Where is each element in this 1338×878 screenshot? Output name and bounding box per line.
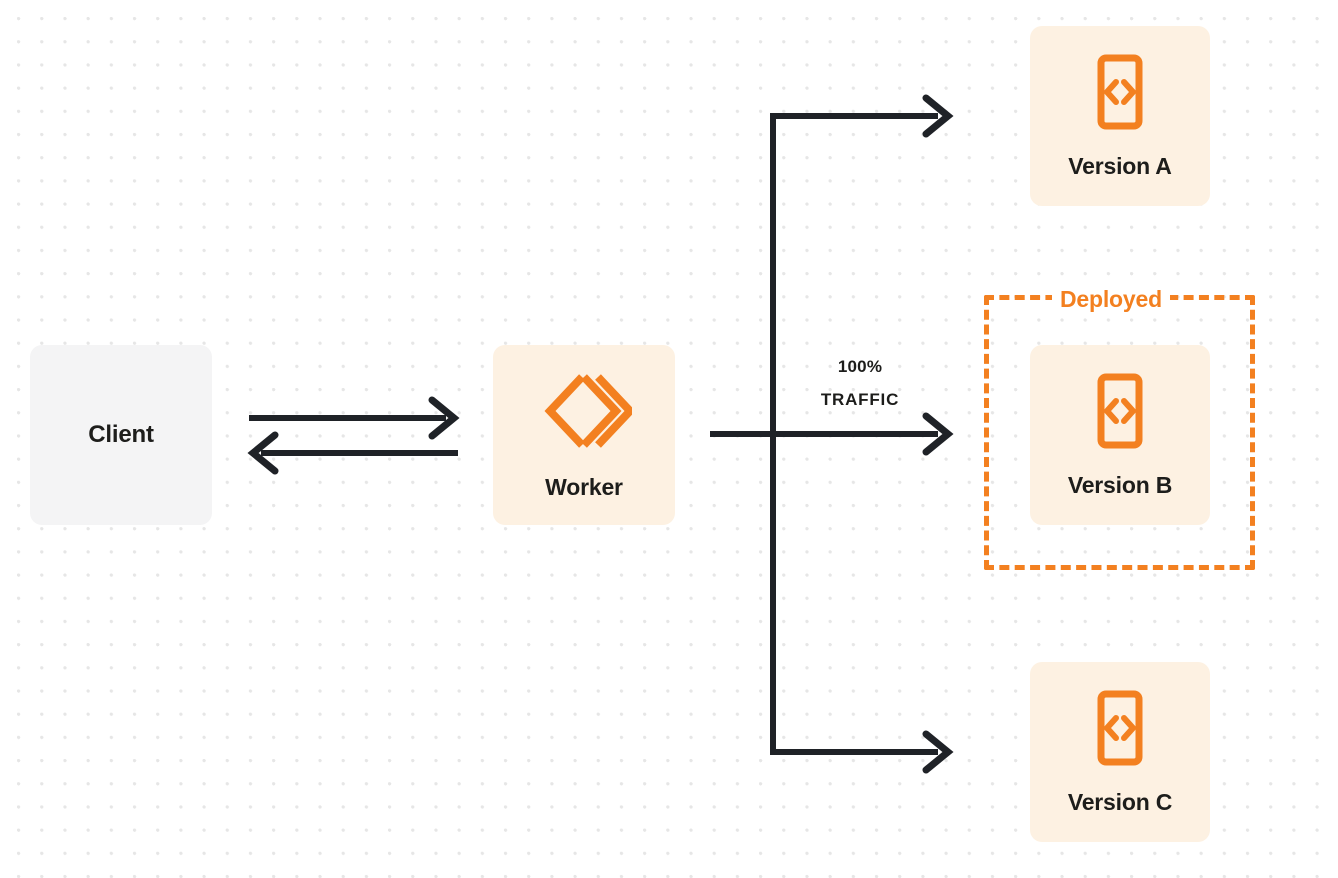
node-version-a-label: Version A (1068, 153, 1172, 179)
arrow-worker-to-version-a (770, 94, 954, 138)
arrow-worker-to-version-c (770, 730, 954, 774)
node-version-c-label: Version C (1067, 789, 1173, 815)
workers-logo-icon (536, 371, 636, 456)
code-file-icon (1090, 54, 1150, 135)
node-version-a[interactable]: Version A (1030, 26, 1210, 206)
node-version-b-label: Version B (1067, 472, 1173, 498)
traffic-word: TRAFFIC (820, 390, 900, 409)
deployed-group-label: Deployed (1052, 286, 1170, 312)
node-version-c[interactable]: Version C (1030, 662, 1210, 842)
node-client[interactable]: Client (30, 345, 212, 525)
code-file-icon (1090, 690, 1150, 771)
node-client-label: Client (88, 421, 154, 448)
node-version-b[interactable]: Version B (1030, 345, 1210, 525)
node-worker[interactable]: Worker (493, 345, 675, 525)
node-worker-label: Worker (545, 474, 623, 500)
arrow-client-to-worker (249, 396, 460, 440)
code-file-icon (1090, 373, 1150, 454)
arrow-worker-to-client (247, 431, 458, 475)
traffic-label: 100% TRAFFIC (790, 350, 930, 416)
arrow-worker-to-version-b (710, 412, 954, 456)
traffic-percent: 100% (837, 357, 883, 376)
